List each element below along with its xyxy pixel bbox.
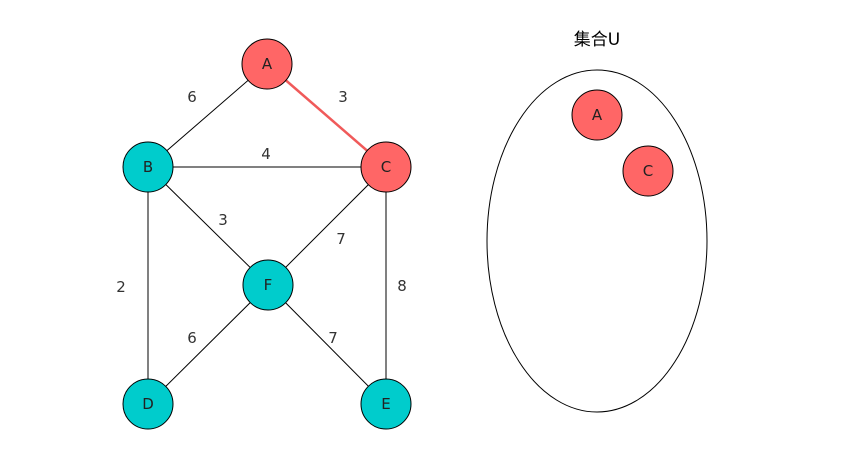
weight-f-d: 6 — [187, 329, 197, 347]
weight-c-f: 7 — [336, 230, 346, 248]
node-b-label: B — [143, 158, 153, 176]
node-e: E — [360, 378, 412, 430]
nodes: A B C F D E — [122, 38, 412, 430]
edge-f-e — [267, 284, 387, 405]
set-member-c-circle — [622, 145, 674, 197]
node-b-circle — [122, 141, 174, 193]
set-u: 集合U A C — [486, 30, 708, 413]
set-member-c-label: C — [643, 162, 653, 180]
weight-a-c: 3 — [338, 88, 348, 106]
weight-a-b: 6 — [187, 88, 197, 106]
node-a-label: A — [262, 55, 273, 73]
node-a-circle — [241, 38, 293, 90]
node-a: A — [241, 38, 293, 90]
set-title: 集合U — [574, 30, 620, 50]
node-c: C — [360, 141, 412, 193]
set-member-a-circle — [571, 89, 623, 141]
node-d: D — [122, 378, 174, 430]
node-f-label: F — [264, 276, 273, 294]
edge-weights: 6 3 4 3 7 2 8 6 7 — [116, 88, 407, 347]
set-member-a: A — [571, 89, 623, 141]
node-f: F — [242, 259, 294, 311]
set-member-a-label: A — [592, 106, 603, 124]
set-member-c: C — [622, 145, 674, 197]
node-b: B — [122, 141, 174, 193]
edge-a-c — [266, 63, 387, 168]
node-c-label: C — [381, 158, 391, 176]
set-boundary — [486, 69, 708, 413]
weight-c-e: 8 — [397, 277, 407, 295]
weight-b-d: 2 — [116, 278, 126, 296]
node-d-label: D — [142, 395, 154, 413]
edges — [147, 63, 387, 405]
weight-b-c: 4 — [261, 145, 271, 163]
weight-b-f: 3 — [218, 211, 228, 229]
node-e-label: E — [381, 395, 390, 413]
node-d-circle — [122, 378, 174, 430]
edge-b-f — [147, 166, 269, 286]
weight-f-e: 7 — [328, 329, 338, 347]
edge-f-d — [147, 284, 269, 405]
node-f-circle — [242, 259, 294, 311]
edge-c-f — [267, 166, 387, 286]
node-c-circle — [360, 141, 412, 193]
edge-a-b — [147, 63, 268, 168]
node-e-circle — [360, 378, 412, 430]
